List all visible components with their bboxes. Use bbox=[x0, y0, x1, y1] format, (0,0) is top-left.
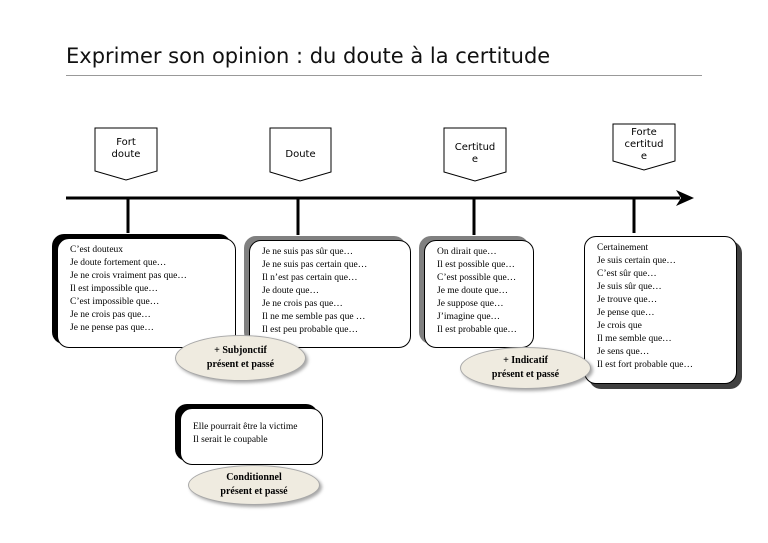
expression-line: Elle pourrait être la victime bbox=[193, 422, 298, 432]
mood-label: + Subjonctif bbox=[214, 345, 267, 356]
expression-line: Je ne crois vraiment pas que… bbox=[70, 271, 187, 281]
expression-line: Je ne suis pas sûr que… bbox=[262, 247, 354, 257]
expressions-box-conditionnel: Elle pourrait être la victime Il serait … bbox=[180, 408, 323, 465]
marker-shape-forte-certitude bbox=[612, 123, 676, 171]
expression-line: Je crois que bbox=[597, 321, 642, 331]
marker-label-line: Doute bbox=[285, 149, 316, 160]
mood-tense: présent et passé bbox=[491, 369, 560, 380]
marker-shape-certitude bbox=[443, 127, 507, 182]
expression-line: C’est sûr que… bbox=[597, 269, 657, 279]
marker-label-line: certitud bbox=[624, 139, 664, 150]
title-divider bbox=[66, 75, 702, 76]
marker-label-line: Fort bbox=[116, 137, 136, 148]
expression-line: C’est douteux bbox=[70, 245, 124, 255]
page-title: Exprimer son opinion : du doute à la cer… bbox=[66, 44, 551, 68]
mood-label: + Indicatif bbox=[503, 355, 548, 366]
expressions-box-certitude: On dirait que… Il est possible que… C’es… bbox=[424, 240, 534, 348]
marker-label-line: Forte bbox=[631, 127, 657, 138]
expression-line: Il n’est pas certain que… bbox=[262, 273, 358, 283]
expression-line: Je trouve que… bbox=[597, 295, 658, 305]
expression-line: Il est peu probable que… bbox=[262, 325, 359, 335]
marker-shape-fort-doute bbox=[94, 127, 158, 181]
expression-line: Il est fort probable que… bbox=[597, 360, 694, 370]
marker-certitude: Certitud e bbox=[444, 142, 506, 166]
expression-line: Je ne suis pas certain que… bbox=[262, 260, 368, 270]
expression-line: Je doute fortement que… bbox=[70, 258, 167, 268]
marker-label-line: e bbox=[640, 151, 648, 162]
mood-tense: présent et passé bbox=[220, 486, 288, 497]
expression-line: Il me semble que… bbox=[597, 334, 672, 344]
mood-badge-indicatif: + Indicatif présent et passé bbox=[460, 347, 591, 389]
expression-line: Je suis certain que… bbox=[597, 256, 676, 266]
marker-fort-doute: Fort doute bbox=[95, 137, 157, 161]
expression-line: Je me doute que… bbox=[437, 286, 508, 296]
expression-line: Je sens que… bbox=[597, 347, 650, 357]
marker-doute: Doute bbox=[270, 149, 331, 161]
expression-line: Il est possible que… bbox=[437, 260, 515, 270]
expression-line: Je ne crois pas que… bbox=[262, 299, 343, 309]
timeline-arrowhead bbox=[676, 190, 694, 206]
marker-shape-doute bbox=[269, 127, 332, 182]
expression-line: C’est possible que… bbox=[437, 273, 517, 283]
expression-line: On dirait que… bbox=[437, 247, 497, 257]
expressions-box-doute: Je ne suis pas sûr que… Je ne suis pas c… bbox=[249, 240, 411, 348]
expressions-box-fort-doute: C’est douteux Je doute fortement que… Je… bbox=[57, 238, 236, 348]
marker-label-line: Certitud bbox=[454, 142, 496, 153]
marker-label-line: e bbox=[471, 154, 479, 165]
expression-line: J’imagine que… bbox=[437, 312, 501, 322]
marker-label-line: doute bbox=[111, 149, 141, 160]
mood-badge-conditionnel: Conditionnel présent et passé bbox=[188, 465, 320, 505]
expression-line: Je suis sûr que… bbox=[597, 282, 662, 292]
expression-line: Il est impossible que… bbox=[70, 284, 158, 294]
expression-line: Je doute que… bbox=[262, 286, 319, 296]
mood-label: Conditionnel bbox=[226, 472, 282, 483]
expression-line: Il serait le coupable bbox=[193, 435, 268, 445]
expression-line: Je suppose que… bbox=[437, 299, 504, 309]
expressions-box-forte-certitude: Certainement Je suis certain que… C’est … bbox=[584, 236, 737, 384]
expression-line: C’est impossible que… bbox=[70, 297, 160, 307]
expression-line: Certainement bbox=[597, 243, 649, 253]
marker-forte-certitude: Forte certitud e bbox=[613, 127, 675, 163]
mood-tense: présent et passé bbox=[206, 359, 275, 370]
expression-line: Il ne me semble pas que … bbox=[262, 312, 366, 322]
mood-badge-subjonctif: + Subjonctif présent et passé bbox=[175, 335, 306, 381]
expression-line: Je ne pense pas que… bbox=[70, 323, 154, 333]
expression-line: Il est probable que… bbox=[437, 325, 517, 335]
expression-line: Je pense que… bbox=[597, 308, 655, 318]
expression-line: Je ne crois pas que… bbox=[70, 310, 151, 320]
